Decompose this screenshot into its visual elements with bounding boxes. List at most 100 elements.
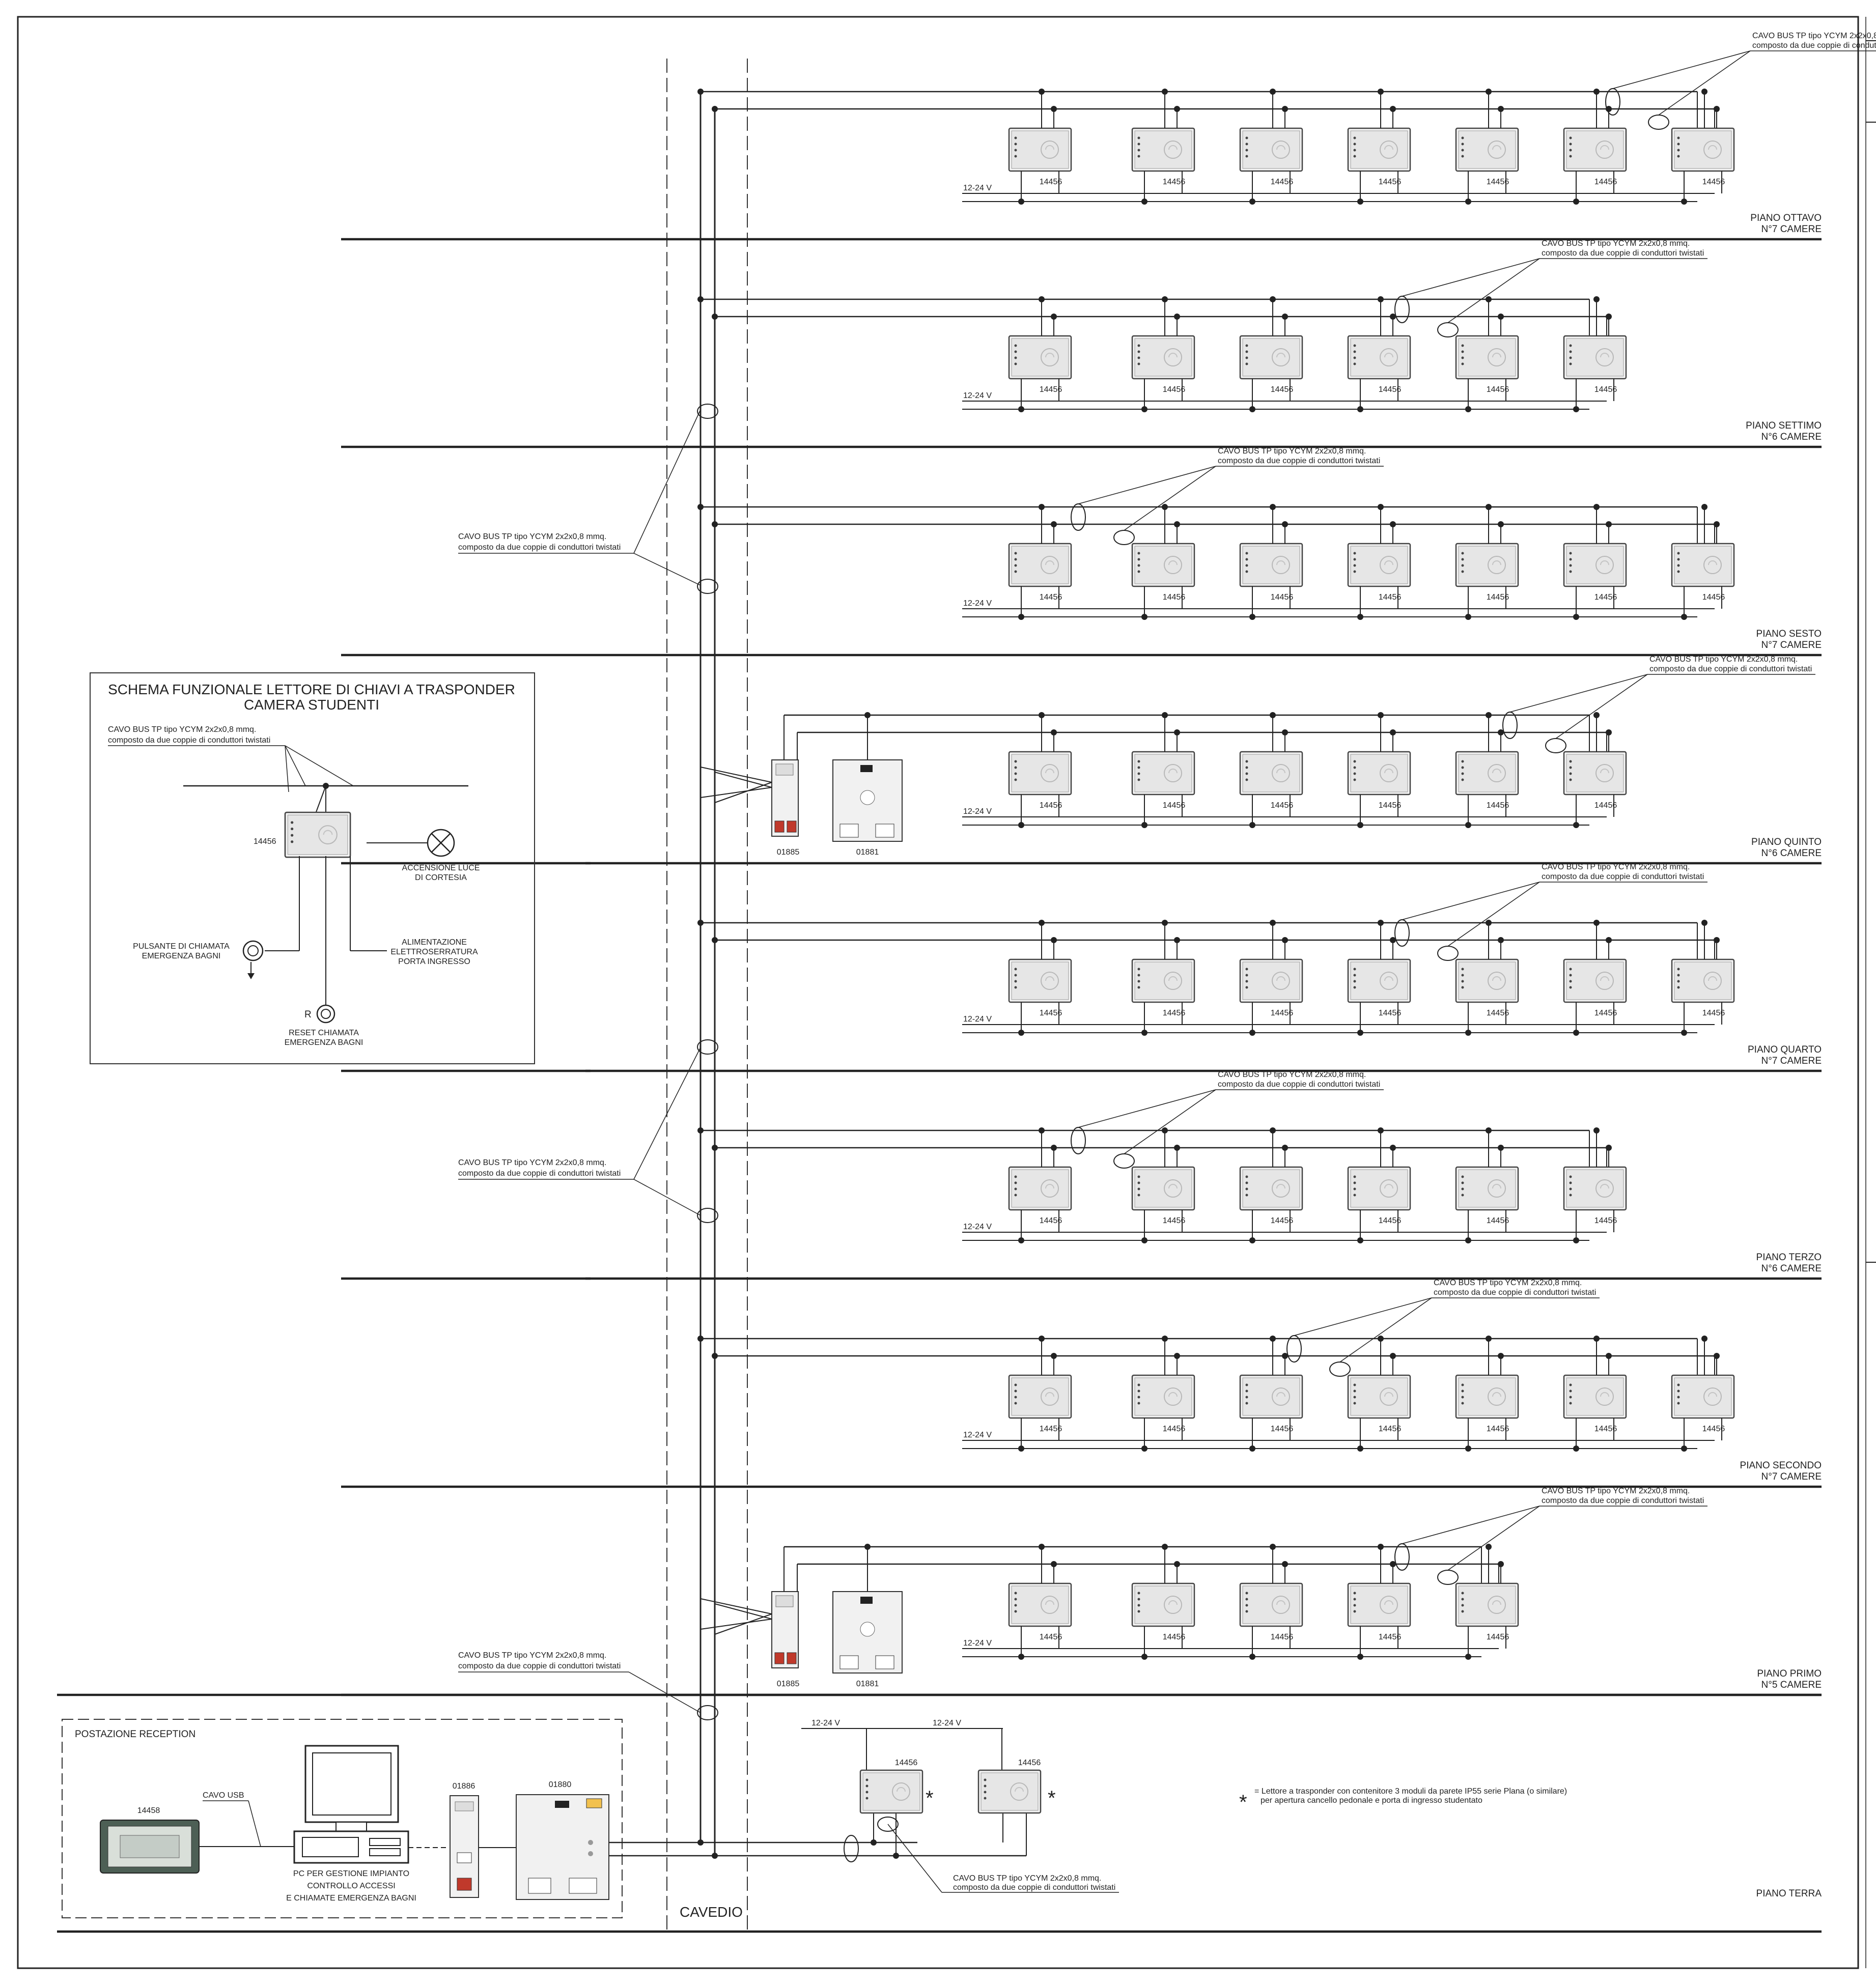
room-reader-device bbox=[1455, 335, 1519, 380]
floor-name: PIANO QUARTO bbox=[1748, 1044, 1822, 1055]
room-reader-device bbox=[1131, 1582, 1195, 1627]
reader-code: 14456 bbox=[1040, 1216, 1062, 1225]
room-reader-device bbox=[1455, 1582, 1519, 1627]
cable-note-line1: CAVO BUS TP tipo YCYM 2x2x0,8 mmq. bbox=[458, 1651, 606, 1660]
lock-label-line3: PORTA INGRESSO bbox=[398, 957, 470, 966]
reader-code: 14456 bbox=[1271, 1633, 1294, 1641]
reader-code: 14456 bbox=[1594, 1009, 1617, 1017]
reader-code: 14456 bbox=[1040, 385, 1062, 394]
reader-code: 14456 bbox=[1271, 1216, 1294, 1225]
ground-supply-label-2: 12-24 V bbox=[933, 1719, 961, 1727]
supply-label: 12-24 V bbox=[963, 391, 992, 400]
ground-supply-label-1: 12-24 V bbox=[811, 1719, 840, 1727]
room-reader-device bbox=[1563, 1166, 1627, 1211]
reader-code: 14456 bbox=[1271, 385, 1294, 394]
asterisk-mark: * bbox=[1048, 1787, 1056, 1809]
lock-label-line2: ELETTROSERRATURA bbox=[390, 948, 478, 956]
cable-note-line1: CAVO BUS TP tipo YCYM 2x2x0,8 mmq. bbox=[1542, 239, 1690, 248]
cable-note-line2: composto da due coppie di conduttori twi… bbox=[108, 736, 270, 745]
desk-reader-code: 14458 bbox=[137, 1806, 160, 1815]
room-reader-device bbox=[1563, 335, 1627, 380]
reader-code: 14456 bbox=[1379, 1216, 1402, 1225]
floor-room-count: N°7 CAMERE bbox=[1761, 640, 1822, 650]
reader-code: 14456 bbox=[1594, 1425, 1617, 1433]
riser-cable-callout-lower: CAVO BUS TP tipo YCYM 2x2x0,8 mmq. compo… bbox=[458, 1039, 718, 1223]
room-reader-device bbox=[1008, 1166, 1072, 1211]
pc-workstation-icon bbox=[293, 1745, 409, 1864]
pc-label-line3: E CHIAMATE EMERGENZA BAGNI bbox=[286, 1894, 416, 1903]
reader-code: 14456 bbox=[1487, 1216, 1509, 1225]
usb-cable-label: CAVO USB bbox=[203, 1791, 244, 1800]
room-reader-device bbox=[1455, 958, 1519, 1003]
room-reader-device bbox=[1008, 1374, 1072, 1419]
legend-reader-code: 14456 bbox=[254, 837, 276, 846]
lamp-icon bbox=[427, 829, 455, 857]
reader-code: 14456 bbox=[1271, 178, 1294, 186]
room-reader-device bbox=[1563, 127, 1627, 172]
cable-note-line2: composto da due coppie di conduttori twi… bbox=[1434, 1288, 1596, 1297]
supply-label: 12-24 V bbox=[963, 807, 992, 816]
footnote-asterisk: * bbox=[1239, 1791, 1247, 1813]
reset-label-line1: RESET CHIAMATA bbox=[289, 1029, 359, 1037]
floor-name: PIANO PRIMO bbox=[1757, 1668, 1822, 1679]
reader-code: 14456 bbox=[1163, 593, 1186, 602]
cable-note-line2: composto da due coppie di conduttori twi… bbox=[1542, 872, 1704, 881]
reader-code: 14456 bbox=[1163, 1633, 1186, 1641]
room-reader-device bbox=[1008, 958, 1072, 1003]
reader-code: 14456 bbox=[1163, 801, 1186, 810]
power-supply-device bbox=[771, 1591, 799, 1668]
footnote-line1: = Lettore a trasponder con contenitore 3… bbox=[1254, 1787, 1567, 1796]
gate-reader-device bbox=[859, 1769, 923, 1814]
reader-code: 14456 bbox=[1379, 178, 1402, 186]
legend-reader-device bbox=[284, 811, 351, 858]
call-label-line1: PULSANTE DI CHIAMATA bbox=[133, 942, 230, 951]
room-reader-device bbox=[1671, 543, 1735, 587]
reader-code: 14456 bbox=[1702, 593, 1725, 602]
cable-note-line2: composto da due coppie di conduttori twi… bbox=[1542, 249, 1704, 258]
cable-note-line2: composto da due coppie di conduttori twi… bbox=[1542, 1496, 1704, 1505]
cable-note-line1: CAVO BUS TP tipo YCYM 2x2x0,8 mmq. bbox=[953, 1874, 1101, 1883]
reader-code: 14456 bbox=[1702, 1009, 1725, 1017]
room-reader-device bbox=[1563, 958, 1627, 1003]
room-reader-device bbox=[1131, 1166, 1195, 1211]
reader-code: 14456 bbox=[1040, 178, 1062, 186]
supply-label: 12-24 V bbox=[963, 1431, 992, 1439]
reader-code: 14456 bbox=[1594, 178, 1617, 186]
room-reader-device bbox=[1455, 1166, 1519, 1211]
reader-code: 14456 bbox=[1040, 1425, 1062, 1433]
usb-interface-device bbox=[450, 1795, 479, 1898]
legend-title-line1: SCHEMA FUNZIONALE LETTORE DI CHIAVI A TR… bbox=[108, 682, 515, 697]
desk-reader-device bbox=[100, 1820, 200, 1874]
cavedio-shaft: CAVEDIO bbox=[666, 59, 748, 1934]
reader-code: 14456 bbox=[1271, 1009, 1294, 1017]
reader-code: 14456 bbox=[1487, 593, 1509, 602]
room-reader-device bbox=[1131, 1374, 1195, 1419]
reader-code: 14456 bbox=[1487, 1009, 1509, 1017]
cable-note-line2: composto da due coppie di conduttori twi… bbox=[1218, 457, 1380, 465]
supply-label: 12-24 V bbox=[963, 1223, 992, 1231]
reader-code: 14456 bbox=[1487, 801, 1509, 810]
cable-note-line2: composto da due coppie di conduttori twi… bbox=[458, 543, 621, 552]
reader-code: 14456 bbox=[1163, 1216, 1186, 1225]
server-code: 01880 bbox=[549, 1780, 572, 1789]
footnote-line2: per apertura cancello pedonale e porta d… bbox=[1261, 1796, 1482, 1805]
lock-label-line1: ALIMENTAZIONE bbox=[402, 938, 467, 947]
floor-room-count: N°7 CAMERE bbox=[1761, 1056, 1822, 1066]
reset-button-icon bbox=[316, 1004, 335, 1024]
reader-code: 14456 bbox=[1379, 1633, 1402, 1641]
reader-code: 14456 bbox=[1379, 593, 1402, 602]
cavedio-label: CAVEDIO bbox=[680, 1904, 743, 1920]
power-supply-code: 01885 bbox=[777, 848, 800, 857]
gateway-code: 01881 bbox=[856, 848, 879, 857]
cable-note-line1: CAVO BUS TP tipo YCYM 2x2x0,8 mmq. bbox=[1752, 32, 1876, 40]
room-reader-device bbox=[1455, 751, 1519, 796]
riser-cable-callout-ground: CAVO BUS TP tipo YCYM 2x2x0,8 mmq. compo… bbox=[458, 1651, 718, 1720]
cable-note-line1: CAVO BUS TP tipo YCYM 2x2x0,8 mmq. bbox=[458, 1158, 606, 1167]
floor-room-count: N°5 CAMERE bbox=[1761, 1680, 1822, 1690]
floor-room-count: N°7 CAMERE bbox=[1761, 224, 1822, 235]
reader-code: 14456 bbox=[1487, 1633, 1509, 1641]
floor-room-count: N°6 CAMERE bbox=[1761, 432, 1822, 442]
